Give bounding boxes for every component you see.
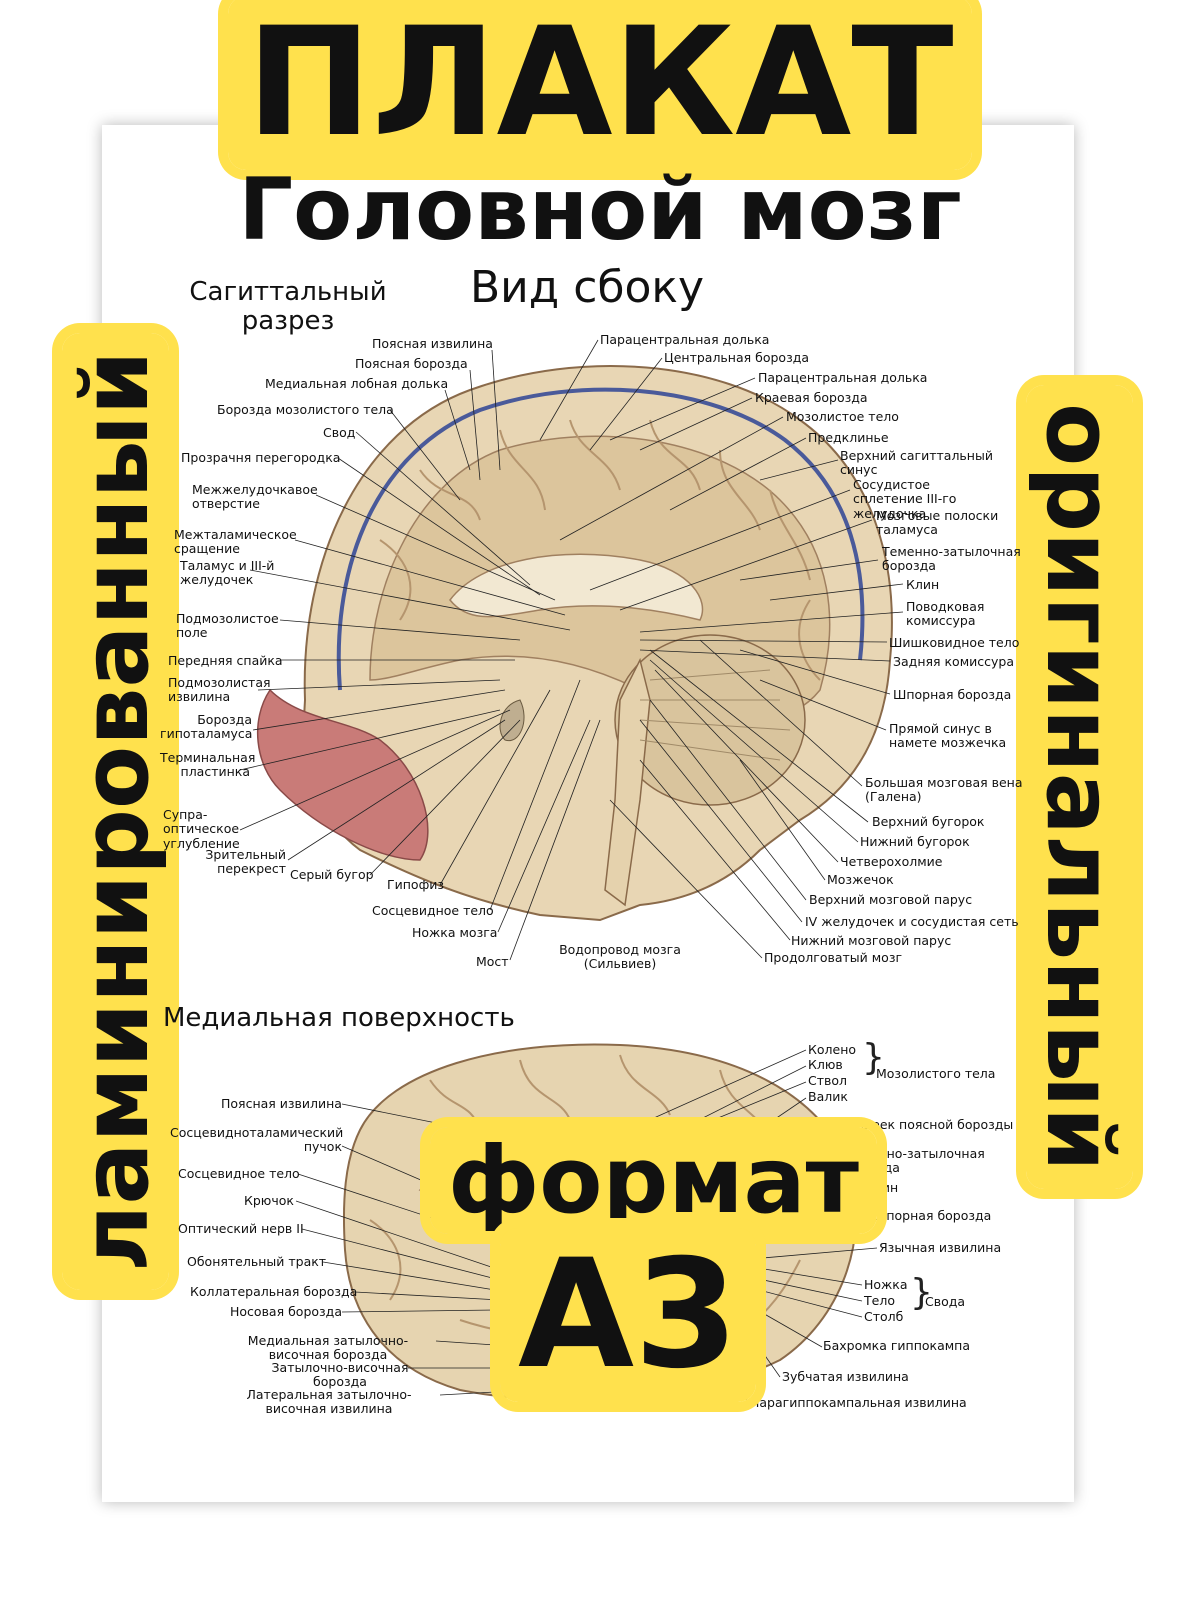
label: Верхний бугорок xyxy=(872,814,985,829)
brace-icon: } xyxy=(862,1037,885,1078)
promo-right-vertical: оригинальный xyxy=(1026,385,1133,1190)
label: Ствол xyxy=(808,1073,848,1088)
label: Гипофиз xyxy=(387,877,445,892)
label: Медиальная лобная долька xyxy=(265,376,449,391)
label: Борозда мозолистого тела xyxy=(217,402,394,417)
label: Четверохолмие xyxy=(840,854,943,869)
label: Межталамическое сращение xyxy=(174,527,297,557)
label: Передняя спайка xyxy=(168,653,283,668)
sagittal-brain-illustration xyxy=(257,365,893,922)
label: Предклинье xyxy=(808,430,889,445)
section-heading-medial: Медиальная поверхность xyxy=(163,1003,515,1033)
label: Валик xyxy=(808,1089,848,1104)
poster-subtitle: Вид сбоку xyxy=(470,262,705,313)
label: Поводковая комиссура xyxy=(906,599,985,629)
label: Борозда гипоталамуса xyxy=(160,712,253,742)
label: Оптический нерв II xyxy=(178,1221,304,1236)
label: Поясная извилина xyxy=(372,336,493,351)
label: Шпорная борозда xyxy=(893,687,1012,702)
label: Большая мозговая вена (Галена) xyxy=(865,775,1023,805)
label: Клюв xyxy=(808,1057,843,1072)
label: Перешеек поясной борозды xyxy=(828,1117,1014,1132)
label: Колено xyxy=(808,1042,857,1057)
label: IV желудочек и сосудистая сеть xyxy=(805,914,1019,929)
poster-title: Головной мозг xyxy=(238,160,962,260)
label: Язычная извилина xyxy=(879,1240,1002,1255)
label: Мост xyxy=(476,954,509,969)
label: Серый бугор xyxy=(290,867,374,882)
label: Затылочно-височная борозда xyxy=(271,1360,409,1390)
label: Крючок xyxy=(244,1193,294,1208)
label: Верхний сагиттальный синус xyxy=(840,448,993,478)
promo-left-vertical: ламинированный xyxy=(62,332,169,1290)
label: Клин xyxy=(906,577,940,592)
label: Прямой синус в намете мозжечка xyxy=(889,721,1007,751)
label: Ножка мозга xyxy=(412,925,498,940)
label: Подмозолистое поле xyxy=(176,611,279,641)
label: Межжелудочкавое отверстие xyxy=(192,482,318,512)
label: Парагиппокампальная извилина xyxy=(750,1395,967,1410)
label: Терминальная пластинка xyxy=(160,750,256,780)
label: Сосудистое сплетение III-го желудочка xyxy=(853,477,957,521)
label: Шишковидное тело xyxy=(889,635,1020,650)
label: Носовая борозда xyxy=(230,1304,342,1319)
label: Прозрачня перегородка xyxy=(181,450,341,465)
label: Коллатеральная борозда xyxy=(190,1284,358,1299)
label: Свод xyxy=(323,425,356,440)
label: Верхний мозговой парус xyxy=(809,892,973,907)
label: Свода xyxy=(925,1294,966,1309)
label: Поясная борозда xyxy=(355,356,468,371)
label: Мозолистого тела xyxy=(876,1066,996,1081)
label: Супра-оптическое углубление xyxy=(163,807,240,851)
label: Парацентральная долька xyxy=(600,332,770,347)
label: Мозжечок xyxy=(827,872,894,887)
label: Ножка xyxy=(864,1277,908,1292)
brace-icon: } xyxy=(910,1272,933,1313)
label: Подмозолистая извилина xyxy=(168,675,271,705)
label: Мозговые полоски таламуса xyxy=(876,508,999,538)
label: Сосцевидноталамический пучок xyxy=(170,1125,344,1155)
label: Обонятельный тракт xyxy=(187,1254,327,1269)
label: Краевая борозда xyxy=(755,390,868,405)
section-heading-sagittal: Сагиттальный разрез xyxy=(189,277,387,336)
label: Парацентральная долька xyxy=(758,370,928,385)
format-word: формат xyxy=(430,1127,877,1234)
label: Столб xyxy=(864,1309,904,1324)
label: Продолговатый мозг xyxy=(764,950,903,965)
promo-top-banner: ПЛАКАТ xyxy=(0,0,1200,170)
label: Задняя комиссура xyxy=(893,654,1014,669)
label: Поясная извилина xyxy=(221,1096,342,1111)
label: Нижний бугорок xyxy=(860,834,970,849)
label: Тело xyxy=(864,1293,895,1308)
label: Зрительный перекрест xyxy=(205,847,286,877)
label: Зубчатая извилина xyxy=(782,1369,909,1384)
label: Нижний мозговой парус xyxy=(791,933,952,948)
label: Мозолистое тело xyxy=(786,409,899,424)
label: Таламус и III-й желудочек xyxy=(180,558,275,588)
label: Водопровод мозга (Сильвиев) xyxy=(559,942,681,972)
label: Бахромка гиппокампа xyxy=(823,1338,970,1353)
label: Сосцевидное тело xyxy=(178,1166,300,1181)
label: Латеральная затылочно-височная извилина xyxy=(246,1387,412,1417)
label: Медиальная затылочно-височная борозда xyxy=(247,1333,409,1363)
label: Шпорная борозда xyxy=(873,1208,992,1223)
label: Теменно-затылочная борозда xyxy=(882,544,1021,574)
format-value: А3 xyxy=(500,1228,757,1402)
label: Сосцевидное тело xyxy=(372,903,494,918)
label: Центральная борозда xyxy=(664,350,810,365)
